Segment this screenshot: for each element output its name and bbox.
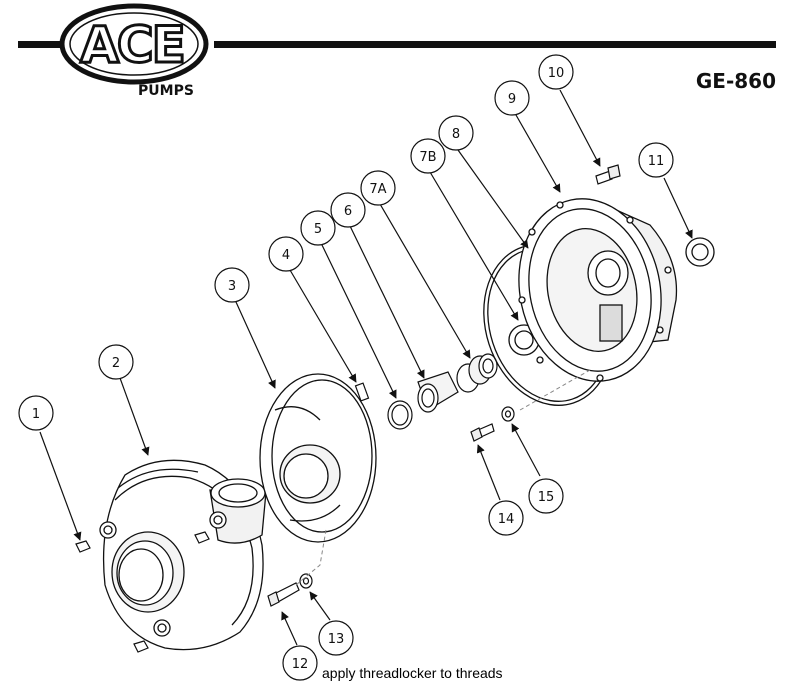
part-4-key bbox=[354, 382, 370, 402]
callout-5: 5 bbox=[300, 210, 336, 246]
header: ACE PUMPS GE-860 bbox=[18, 3, 776, 99]
svg-text:10: 10 bbox=[548, 66, 565, 81]
header-rule-right bbox=[214, 41, 776, 48]
svg-text:3: 3 bbox=[228, 279, 236, 294]
leader-lines bbox=[39, 89, 693, 646]
part-15-plate-washer bbox=[501, 406, 515, 422]
svg-text:7A: 7A bbox=[369, 182, 386, 197]
part-10-bolt bbox=[595, 164, 621, 185]
callout-7a: 7A bbox=[360, 170, 396, 206]
callout-10: 10 bbox=[538, 54, 574, 90]
callout-12: 12 bbox=[282, 645, 318, 681]
part-14-plate-bolt bbox=[470, 423, 495, 442]
svg-text:6: 6 bbox=[344, 204, 352, 219]
callout-8: 8 bbox=[438, 115, 474, 151]
part-9-adapter-plate bbox=[518, 198, 678, 382]
logo-brand: ACE bbox=[80, 16, 184, 74]
assembly-guide-lines bbox=[295, 369, 591, 586]
callout-2: 2 bbox=[98, 344, 134, 380]
model-number: GE-860 bbox=[696, 69, 776, 93]
part-12-casing-bolt bbox=[267, 582, 300, 607]
part-6-shaft-sleeve bbox=[417, 371, 459, 413]
callout-9: 9 bbox=[494, 80, 530, 116]
callout-15: 15 bbox=[528, 478, 564, 514]
part-1-plug bbox=[75, 531, 210, 653]
threadlocker-note: apply threadlocker to threads bbox=[322, 665, 503, 681]
callout-7b: 7B bbox=[410, 138, 446, 174]
ace-pumps-logo: ACE PUMPS bbox=[59, 3, 209, 99]
callout-1: 1 bbox=[18, 395, 54, 431]
svg-text:13: 13 bbox=[328, 632, 345, 647]
svg-text:15: 15 bbox=[538, 490, 555, 505]
callout-4: 4 bbox=[268, 236, 304, 272]
svg-text:11: 11 bbox=[648, 154, 665, 169]
callout-13: 13 bbox=[318, 620, 354, 656]
part-7a-seal bbox=[456, 353, 498, 393]
callout-11: 11 bbox=[638, 142, 674, 178]
svg-text:12: 12 bbox=[292, 657, 309, 672]
part-3-impeller bbox=[259, 373, 377, 543]
svg-text:8: 8 bbox=[452, 127, 460, 142]
part-11-washer bbox=[685, 237, 715, 267]
callouts: 1 2 3 4 5 6 7A 7B 8 9 10 11 12 13 14 15 bbox=[18, 54, 674, 681]
part-2-pump-casing bbox=[99, 459, 267, 651]
callout-14: 14 bbox=[488, 500, 524, 536]
svg-text:5: 5 bbox=[314, 222, 322, 237]
svg-text:1: 1 bbox=[32, 407, 40, 422]
part-5-o-ring bbox=[387, 400, 413, 430]
callout-3: 3 bbox=[214, 267, 250, 303]
svg-text:7B: 7B bbox=[419, 150, 436, 165]
svg-text:2: 2 bbox=[112, 356, 120, 371]
logo-sub: PUMPS bbox=[138, 83, 194, 99]
callout-6: 6 bbox=[330, 192, 366, 228]
header-rule-left bbox=[18, 41, 60, 48]
part-13-casing-washer bbox=[299, 573, 313, 589]
svg-text:9: 9 bbox=[508, 92, 516, 107]
svg-text:4: 4 bbox=[282, 248, 290, 263]
svg-text:14: 14 bbox=[498, 512, 515, 527]
